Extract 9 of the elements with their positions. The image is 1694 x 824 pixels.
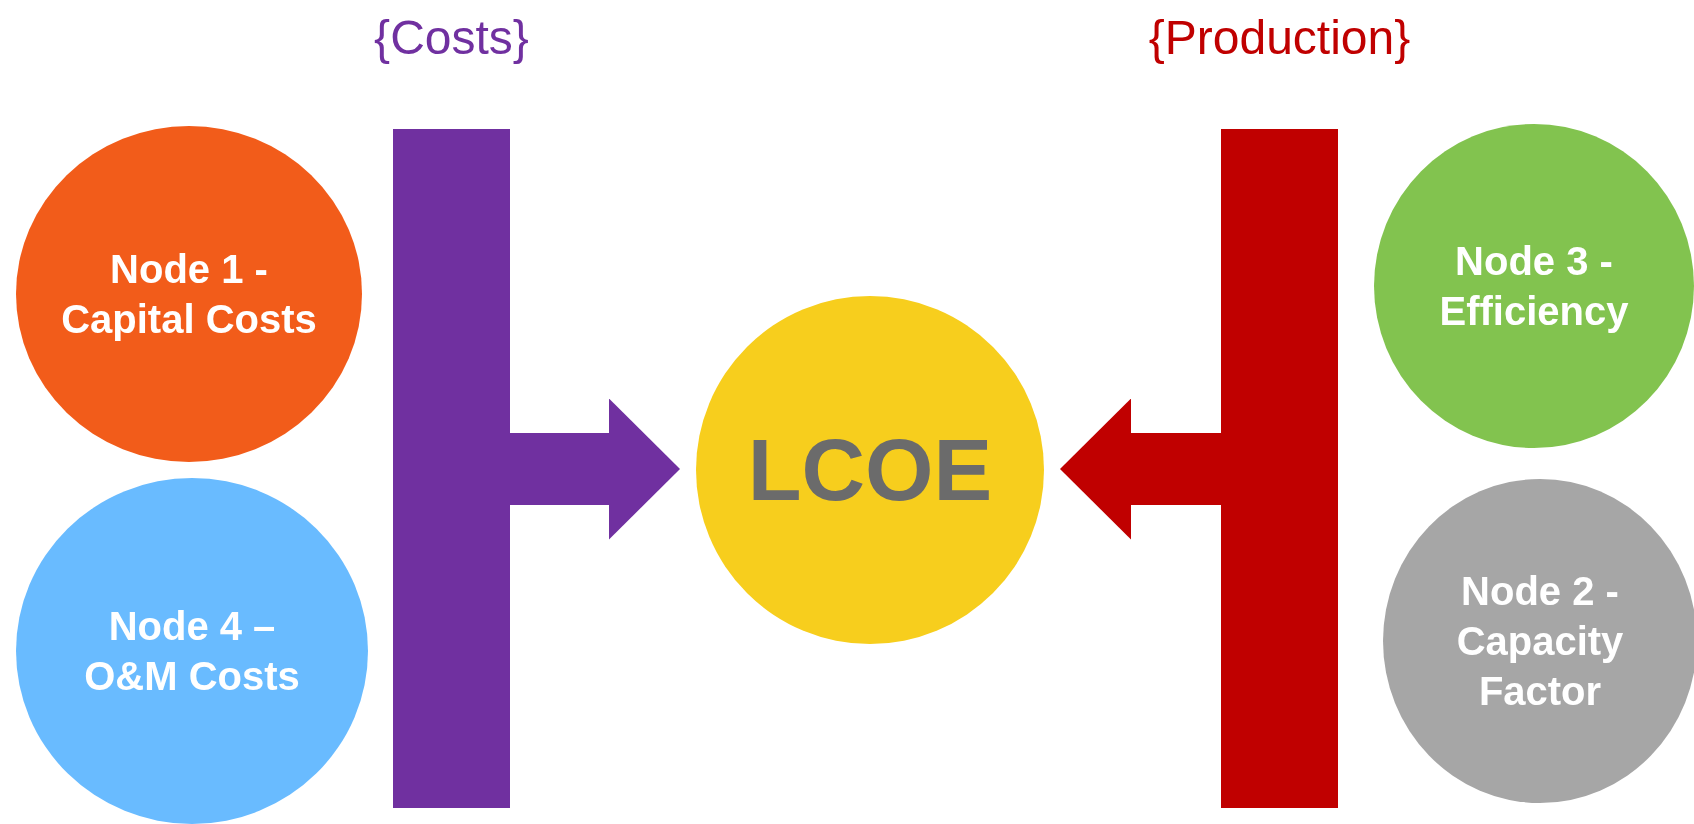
block-arrow [1060, 398, 1221, 540]
block-arrow [510, 398, 680, 540]
circle-node: Node 3 - Efficiency [1374, 124, 1694, 448]
circle-node: Node 4 – O&M Costs [16, 478, 368, 824]
circle-node: Node 2 - Capacity Factor [1383, 479, 1694, 803]
circle-node: Node 1 - Capital Costs [16, 126, 362, 462]
circle-node: LCOE [696, 296, 1044, 644]
group-heading: {Production} [1148, 14, 1411, 62]
group-heading: {Costs} [374, 14, 529, 62]
